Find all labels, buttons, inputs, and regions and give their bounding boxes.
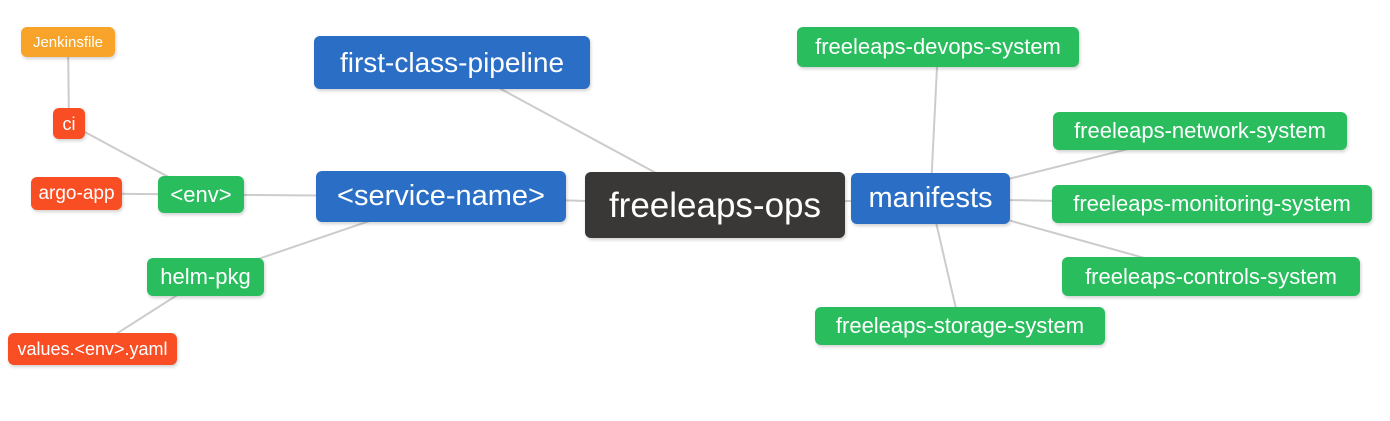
node-freeleaps-devops-system[interactable]: freeleaps-devops-system — [797, 27, 1079, 67]
node-freeleaps-network-system[interactable]: freeleaps-network-system — [1053, 112, 1347, 150]
node-values-env-yaml[interactable]: values.<env>.yaml — [8, 333, 177, 365]
node-freeleaps-monitoring-system[interactable]: freeleaps-monitoring-system — [1052, 185, 1372, 223]
node-manifests[interactable]: manifests — [851, 173, 1010, 224]
node-env[interactable]: <env> — [158, 176, 244, 213]
node-freeleaps-storage-system[interactable]: freeleaps-storage-system — [815, 307, 1105, 345]
node-ci[interactable]: ci — [53, 108, 85, 139]
node-first-class-pipeline[interactable]: first-class-pipeline — [314, 36, 590, 89]
node-service-name[interactable]: <service-name> — [316, 171, 566, 222]
node-freeleaps-ops[interactable]: freeleaps-ops — [585, 172, 845, 238]
node-jenkinsfile[interactable]: Jenkinsfile — [21, 27, 115, 57]
node-argo-app[interactable]: argo-app — [31, 177, 122, 210]
node-helm-pkg[interactable]: helm-pkg — [147, 258, 264, 296]
node-freeleaps-controls-system[interactable]: freeleaps-controls-system — [1062, 257, 1360, 296]
